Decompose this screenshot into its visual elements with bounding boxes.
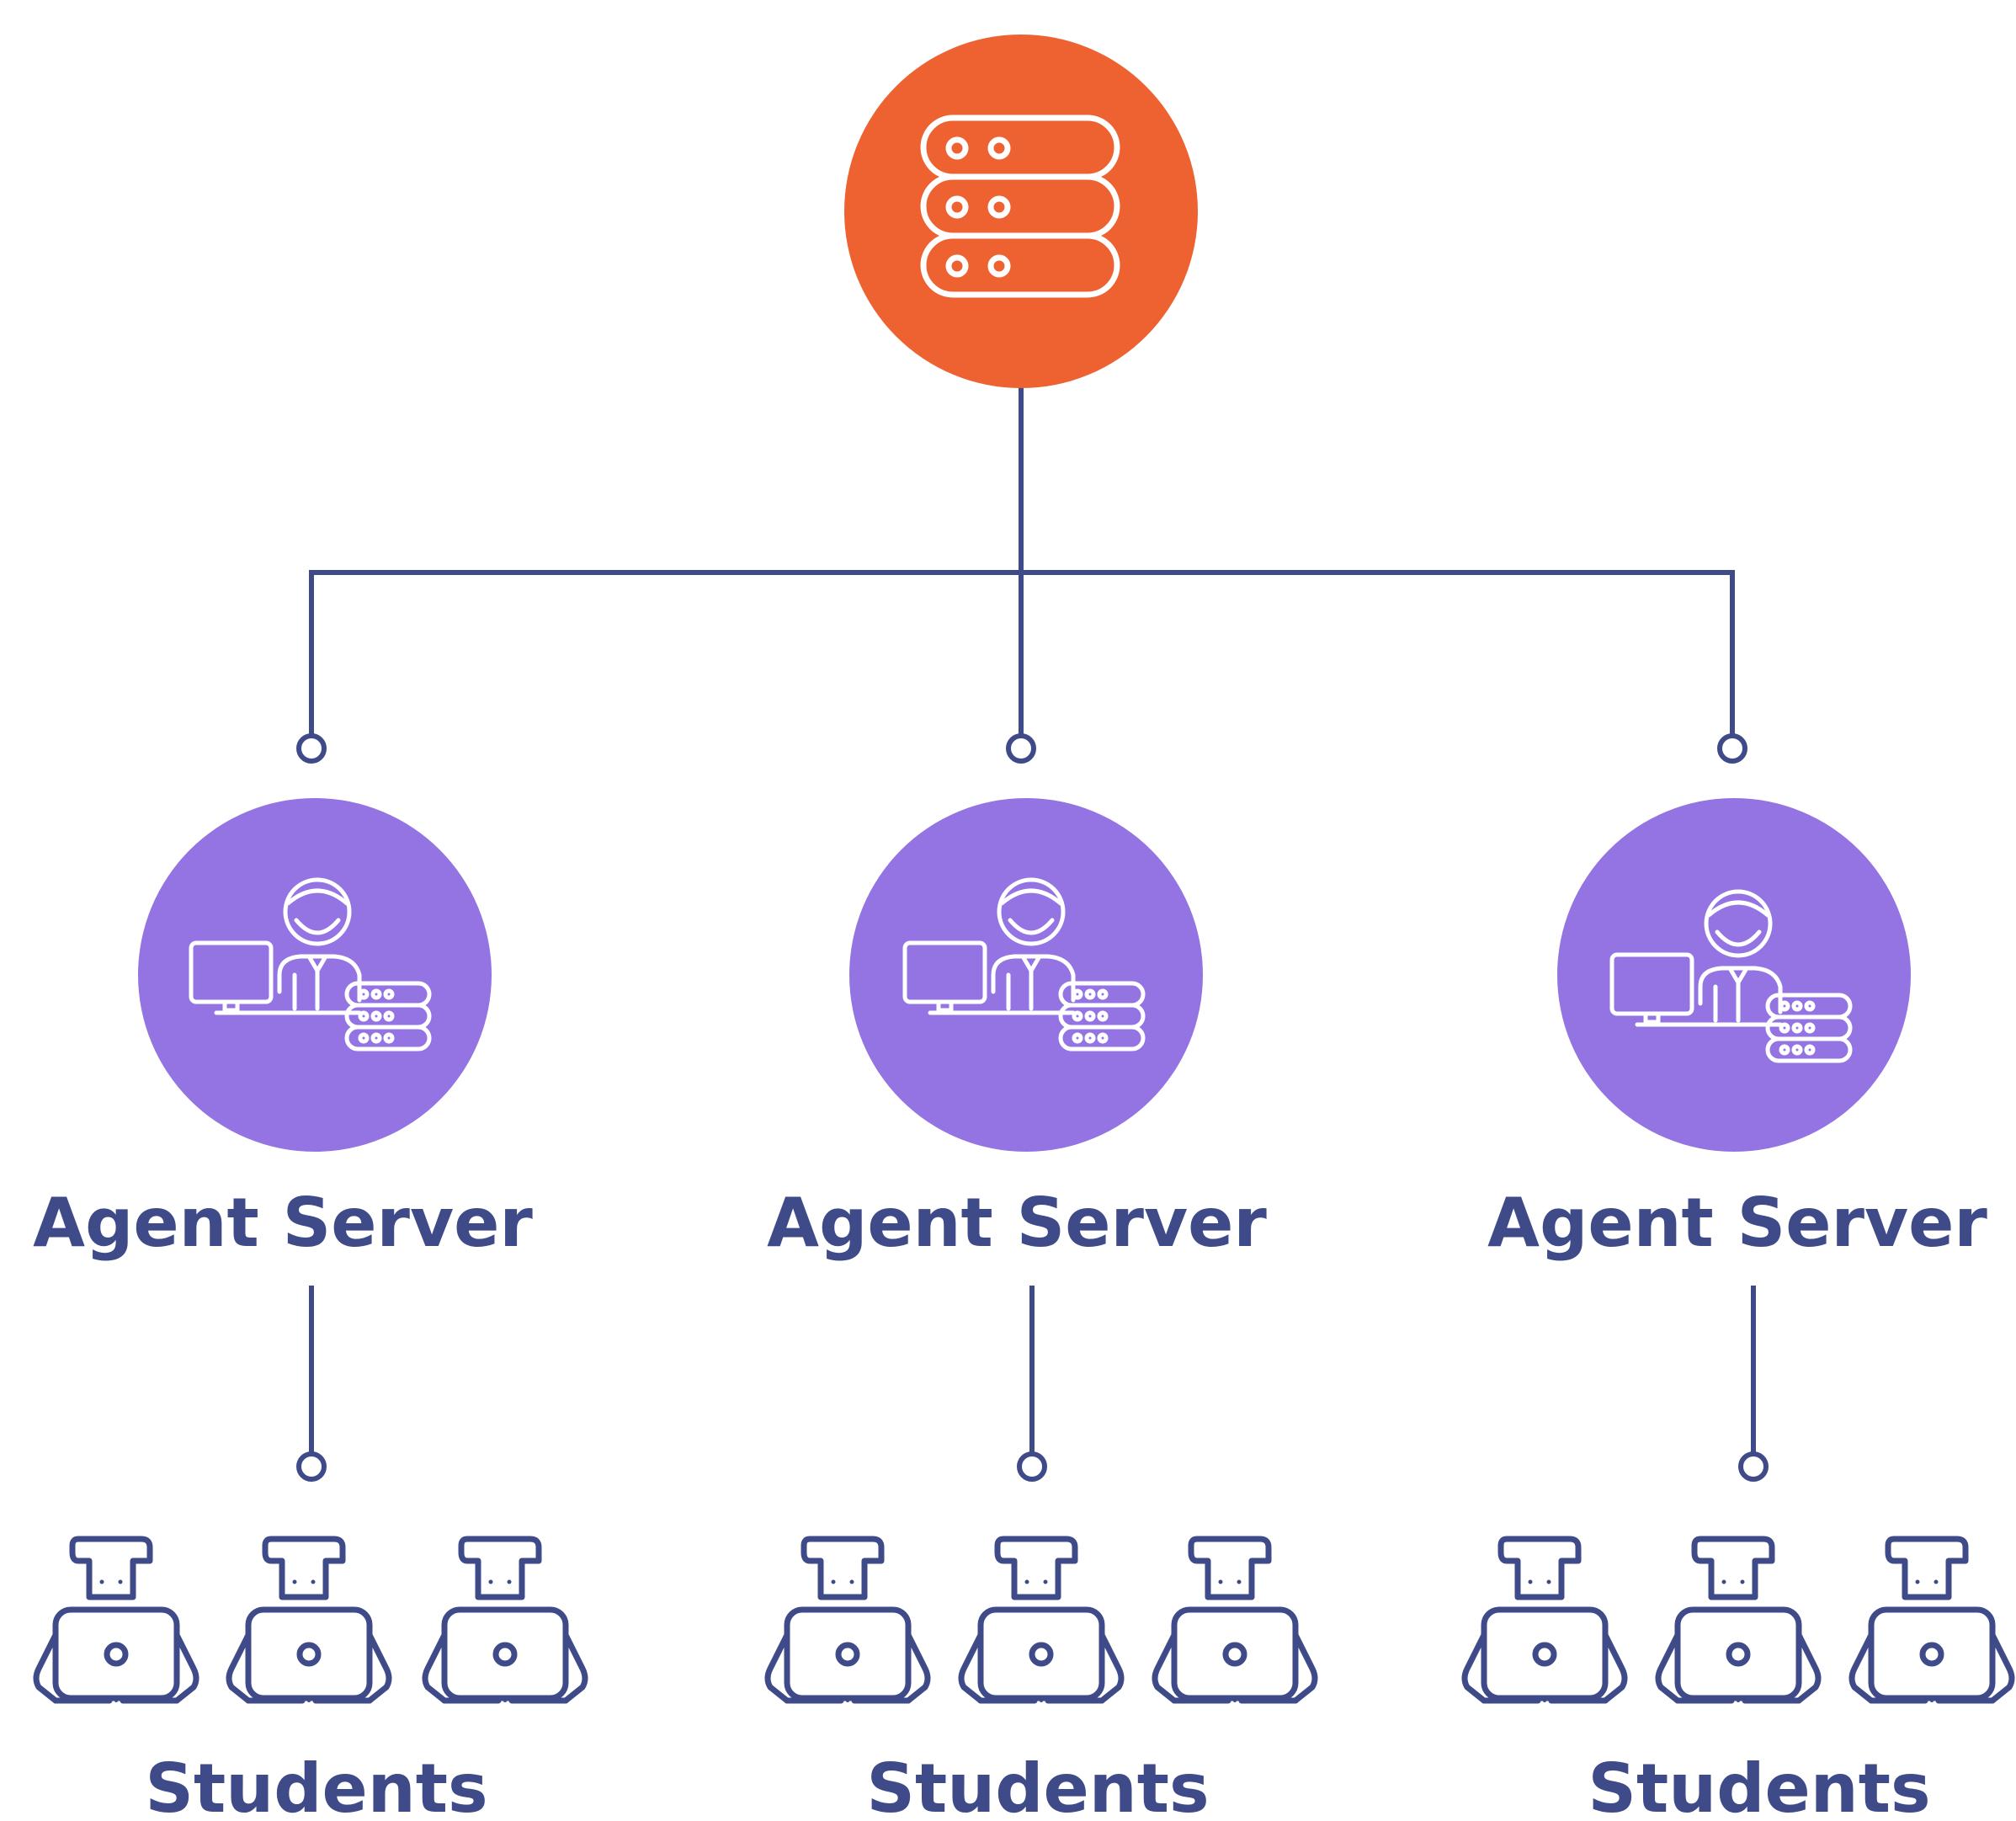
student-with-laptop-icon bbox=[229, 1539, 389, 1702]
agent-server-label: Agent Server bbox=[767, 1184, 1267, 1262]
student-with-laptop-icon bbox=[1658, 1539, 1818, 1702]
connector-node-agent-1 bbox=[296, 733, 327, 764]
agent-server-node-2: Agent Server bbox=[767, 798, 1267, 1262]
connector-node-students-1 bbox=[296, 1451, 327, 1482]
connector-node-students-3 bbox=[1738, 1451, 1769, 1482]
connector-node-agent-3 bbox=[1717, 733, 1747, 764]
agent-server-circle bbox=[849, 798, 1203, 1152]
students-label: Students bbox=[145, 1749, 487, 1821]
student-with-laptop-icon bbox=[36, 1539, 196, 1702]
students-group-3: Students bbox=[1465, 1539, 2012, 1821]
student-with-laptop-icon bbox=[768, 1539, 928, 1702]
student-with-laptop-icon bbox=[425, 1539, 585, 1702]
agent-server-circle bbox=[138, 798, 492, 1152]
agent-server-label: Agent Server bbox=[1487, 1184, 1987, 1262]
student-with-laptop-icon bbox=[1465, 1539, 1625, 1702]
students-group-1: Students bbox=[36, 1539, 585, 1821]
student-with-laptop-icon bbox=[961, 1539, 1121, 1702]
agent-server-label: Agent Server bbox=[33, 1184, 533, 1262]
connector-lines bbox=[296, 387, 1769, 1482]
students-label: Students bbox=[866, 1749, 1209, 1821]
agent-server-node-1: Agent Server bbox=[33, 798, 533, 1262]
central-server-node bbox=[844, 35, 1198, 388]
agent-server-node-3: Agent Server bbox=[1487, 798, 1987, 1262]
central-server-circle bbox=[844, 35, 1198, 388]
student-with-laptop-icon bbox=[1852, 1539, 2012, 1702]
connector-node-agent-2 bbox=[1006, 733, 1036, 764]
student-with-laptop-icon bbox=[1155, 1539, 1315, 1702]
students-group-2: Students bbox=[768, 1539, 1315, 1821]
connector-node-students-2 bbox=[1017, 1451, 1047, 1482]
server-stack-icon bbox=[920, 114, 1120, 298]
students-label: Students bbox=[1588, 1749, 1930, 1821]
